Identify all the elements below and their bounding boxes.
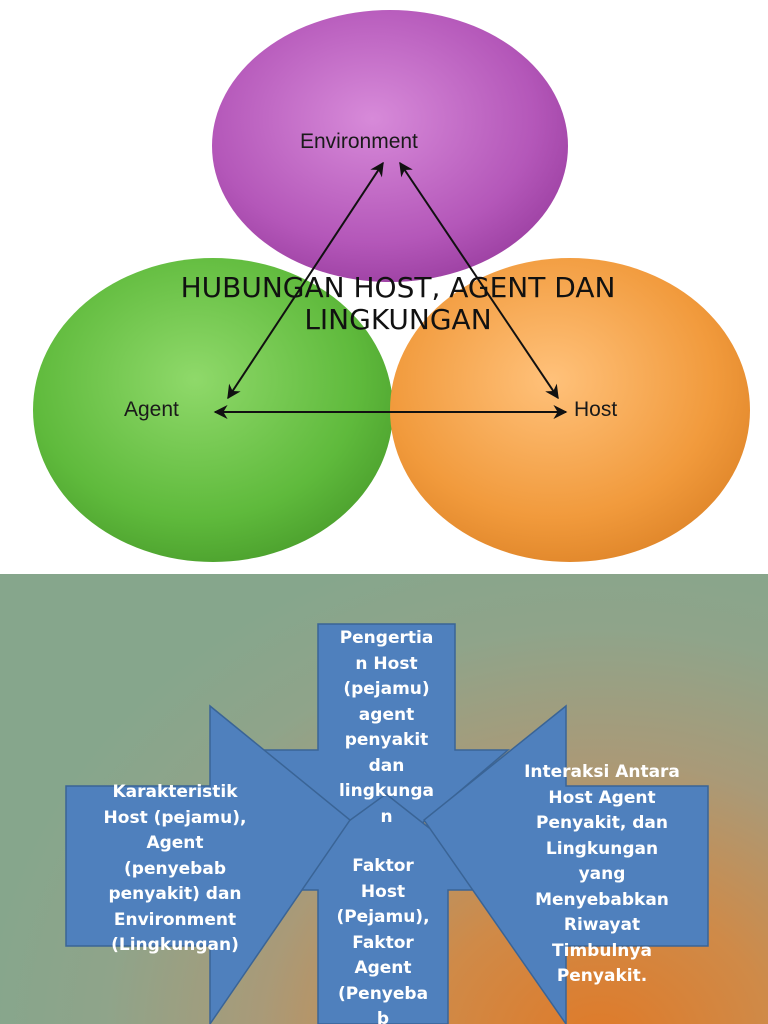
slide-venn-diagram: Environment Agent Host HUBUNGAN HOST, AG… <box>33 10 750 562</box>
environment-label: Environment <box>300 130 418 153</box>
agent-label: Agent <box>124 398 179 421</box>
arrow-shapes <box>65 623 709 1024</box>
venn-diagram <box>33 10 750 562</box>
arrow-environment-agent <box>227 161 384 400</box>
left-arrow-shape <box>65 704 352 1024</box>
arrow-environment-host <box>399 161 559 400</box>
right-arrow-shape <box>422 704 709 1024</box>
slide-title: HUBUNGAN HOST, AGENT DAN LINGKUNGAN <box>180 271 616 336</box>
host-label: Host <box>574 398 618 421</box>
